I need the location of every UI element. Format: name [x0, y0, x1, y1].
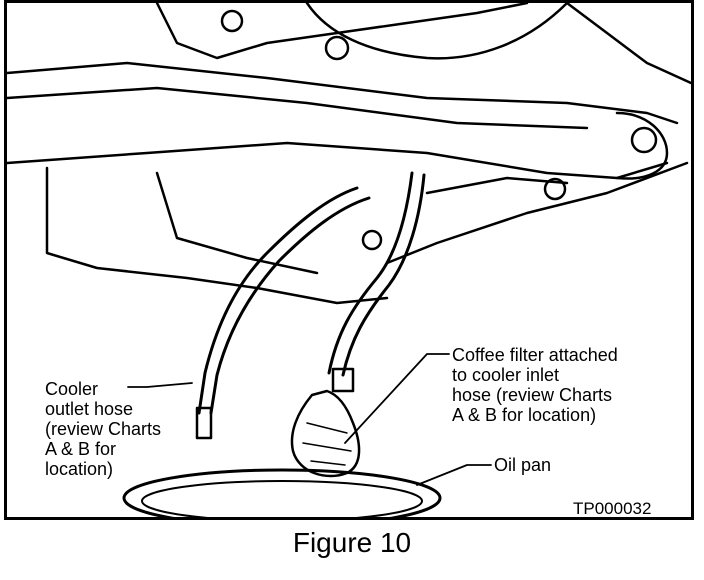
- hose-fitting: [195, 406, 213, 440]
- oil-pan-rim: [122, 468, 442, 517]
- bolt: [630, 126, 658, 154]
- cooler-outlet-hose-edge: [209, 196, 371, 415]
- bolt: [543, 177, 567, 201]
- figure-frame: Cooler outlet hose (review Charts A & B …: [4, 0, 694, 520]
- crossmember-line: [7, 86, 589, 130]
- oil-pan-inner-rim: [141, 480, 423, 517]
- hose-clamp: [331, 367, 355, 393]
- cooler-outlet-hose: [197, 186, 359, 415]
- leader-cooler-outlet: [127, 382, 193, 388]
- housing-edge: [565, 3, 691, 85]
- crossmember-bottom: [7, 141, 669, 180]
- crossmember-top: [7, 61, 679, 125]
- oil-pan-label: Oil pan: [494, 455, 552, 475]
- leader-coffee-filter: [344, 353, 450, 444]
- pan-inner: [155, 171, 319, 275]
- cooler-inlet-hose-edge: [341, 173, 426, 377]
- figure-code: TP000032: [573, 499, 652, 518]
- cooler-outlet-label: Cooler outlet hose (review Charts A & B …: [45, 379, 162, 479]
- housing-curve: [305, 3, 569, 60]
- pan-body-right: [385, 161, 689, 265]
- cooler-inlet-hose: [327, 171, 414, 375]
- leader-oil-pan: [416, 464, 492, 486]
- bolt: [220, 9, 244, 33]
- pan-body-left: [45, 166, 389, 305]
- figure-caption: Figure 10: [292, 527, 412, 558]
- filter-texture: [302, 422, 352, 466]
- housing-outline: [155, 3, 529, 60]
- coffee-filter-label: Coffee filter attached to cooler inlet h…: [452, 345, 618, 425]
- drain-plug: [361, 229, 383, 251]
- bolt: [324, 35, 350, 61]
- underbody-drawing: [7, 3, 691, 517]
- crossmember-end: [615, 111, 669, 180]
